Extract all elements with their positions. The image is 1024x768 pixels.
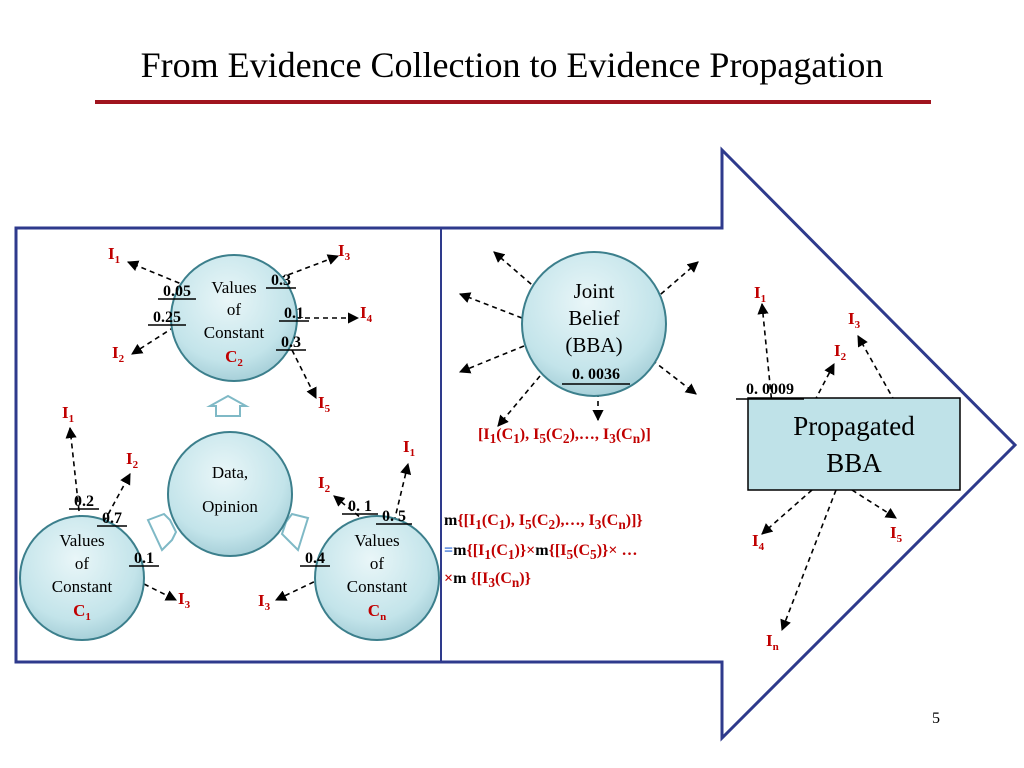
c1-weight-2: 0.7 bbox=[102, 510, 122, 527]
arrow-joint-2 bbox=[458, 292, 523, 319]
cn-constant-label: Cn bbox=[368, 601, 386, 623]
c2-label-i5: I5 bbox=[318, 393, 331, 415]
node-propagated-bba bbox=[747, 397, 961, 491]
arrow-prop-in bbox=[780, 489, 837, 632]
prop-label-i3: I3 bbox=[848, 309, 861, 331]
c2-weight-1: 0.05 bbox=[163, 283, 191, 300]
cn-weight-3: 0.4 bbox=[305, 550, 325, 567]
cn-weight-1: 0. 1 bbox=[348, 498, 372, 515]
c2-label-i3: I3 bbox=[338, 241, 351, 263]
data-line-1: Data, bbox=[212, 463, 248, 482]
arrow-joint-4 bbox=[497, 375, 541, 427]
arrow-cn-i2 bbox=[333, 495, 367, 523]
arrow-joint-7 bbox=[653, 261, 699, 301]
joint-line-2: Belief bbox=[568, 306, 619, 330]
c2-label-i2: I2 bbox=[112, 343, 125, 365]
block-arrow-right bbox=[280, 512, 310, 552]
arrow-c1-i2 bbox=[103, 473, 131, 523]
prop-label-i4: I4 bbox=[752, 531, 765, 553]
arrow-c1-i1 bbox=[65, 426, 81, 521]
arrow-c1-i3 bbox=[135, 579, 178, 601]
arrow-c2-i3 bbox=[279, 254, 340, 279]
c1-weight-1: 0.2 bbox=[74, 493, 94, 510]
node-data-opinion bbox=[167, 431, 293, 557]
c2-label-i4: I4 bbox=[360, 303, 373, 325]
c1-constant-label: C1 bbox=[73, 601, 91, 623]
arrow-joint-1 bbox=[493, 251, 539, 291]
joint-value: 0. 0036 bbox=[572, 366, 620, 383]
c1-line-1: Values bbox=[59, 531, 104, 550]
block-arrow-up bbox=[206, 394, 250, 417]
arrow-cn-i1 bbox=[393, 462, 412, 523]
c1-label-i1: I1 bbox=[62, 403, 74, 425]
c1-weight-3: 0.1 bbox=[134, 550, 154, 567]
arrow-joint-3 bbox=[458, 345, 525, 374]
node-cn bbox=[314, 515, 440, 641]
data-line-2: Opinion bbox=[202, 497, 258, 516]
prop-label-i5: I5 bbox=[890, 523, 903, 545]
formula-line-1: m{[I1(C1), I5(C2),…, I3(Cn)]} bbox=[444, 512, 643, 533]
c2-line-3: Constant bbox=[204, 323, 265, 342]
c2-weight-5: 0.3 bbox=[281, 334, 301, 351]
cn-label-i2: I2 bbox=[318, 473, 331, 495]
c1-line-2: of bbox=[75, 554, 90, 573]
c1-line-3: Constant bbox=[52, 577, 113, 596]
cn-line-2: of bbox=[370, 554, 385, 573]
cn-label-i3: I3 bbox=[258, 591, 271, 613]
arrow-prop-i3 bbox=[857, 335, 909, 426]
prop-label-i2: I2 bbox=[834, 341, 847, 363]
c2-weight-4: 0.1 bbox=[284, 305, 304, 322]
title-underline bbox=[95, 100, 931, 104]
c2-weight-2: 0.25 bbox=[153, 309, 181, 326]
arrow-prop-i4 bbox=[761, 489, 813, 535]
page-number: 5 bbox=[932, 710, 940, 727]
cn-weight-2: 0. 5 bbox=[382, 508, 406, 525]
node-c1 bbox=[19, 515, 145, 641]
cn-label-i1: I1 bbox=[403, 437, 415, 459]
c1-label-i3: I3 bbox=[178, 589, 191, 611]
c2-constant-label: C2 bbox=[225, 347, 243, 369]
cn-line-3: Constant bbox=[347, 577, 408, 596]
c2-line-2: of bbox=[227, 300, 242, 319]
c2-label-i1: I1 bbox=[108, 244, 120, 266]
node-joint-belief bbox=[521, 251, 667, 397]
joint-line-3: (BBA) bbox=[565, 333, 622, 357]
c2-weight-3: 0.3 bbox=[271, 272, 291, 289]
prop-label-i1: I1 bbox=[754, 283, 766, 305]
propagated-line-1: Propagated bbox=[793, 411, 915, 441]
arrow-joint-6 bbox=[651, 359, 697, 395]
cn-line-1: Values bbox=[354, 531, 399, 550]
slide-title: From Evidence Collection to Evidence Pro… bbox=[140, 45, 884, 85]
joint-line-1: Joint bbox=[574, 279, 615, 303]
c1-label-i2: I2 bbox=[126, 449, 139, 471]
node-c2 bbox=[170, 254, 298, 382]
propagated-line-2: BBA bbox=[826, 448, 882, 478]
formula-line-3: ×m {[I3(Cn)} bbox=[444, 570, 531, 591]
joint-set-label: [I1(C1), I5(C2),…, I3(Cn)] bbox=[478, 426, 651, 447]
formula-line-2: =m{[I1(C1)}×m{[I5(C5)}× … bbox=[444, 542, 638, 563]
prop-label-in: In bbox=[766, 631, 779, 653]
propagated-value: 0. 0009 bbox=[746, 381, 794, 398]
c2-line-1: Values bbox=[211, 278, 256, 297]
block-arrow-left bbox=[146, 512, 178, 552]
